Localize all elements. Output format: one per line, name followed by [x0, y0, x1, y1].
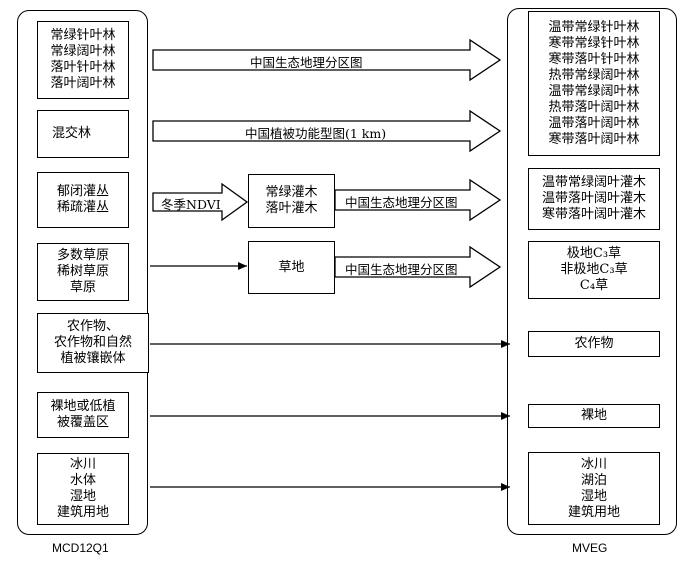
- right-panel-title: MVEG: [572, 541, 608, 555]
- box-line: 植被镶嵌体: [60, 351, 126, 366]
- box-line: 农作物: [574, 336, 614, 351]
- box-line: 建筑用地: [56, 505, 109, 520]
- left-box-water-urban: 冰川 水体 湿地 建筑用地: [37, 453, 129, 525]
- box-line: 水体: [69, 473, 96, 488]
- box-line: 热带常绿阔叶林: [548, 67, 640, 83]
- middle-box-shrub-types: 常绿灌木 落叶灌木: [248, 174, 335, 228]
- box-line: 混交林: [52, 126, 92, 141]
- box-line: 湖泊: [580, 472, 607, 488]
- box-line: 温带落叶阔叶灌木: [541, 191, 646, 206]
- block-arrow-shrub: [334, 178, 502, 222]
- arrow-label-grass: 中国生态地理分区图: [345, 262, 458, 277]
- box-line: 温带常绿阔叶灌木: [541, 175, 646, 190]
- box-line: 落叶阔叶林: [50, 76, 116, 91]
- box-line: 非极地C₃草: [560, 262, 628, 277]
- block-arrow-mixed: [152, 109, 502, 153]
- arrow-label-mixed: 中国植被功能型图(1 km): [245, 126, 387, 141]
- box-line: 农作物和自然: [53, 335, 132, 350]
- box-line: 多数草原: [56, 248, 109, 263]
- box-line: C₄草: [579, 278, 609, 293]
- box-line: 常绿阔叶林: [50, 44, 116, 59]
- left-box-shrubland: 郁闭灌丛 稀疏灌丛: [37, 172, 129, 228]
- block-arrow-grass: [334, 245, 502, 289]
- box-line: 落叶针叶林: [50, 60, 116, 75]
- right-box-forest: 温带常绿针叶林 寒带常绿针叶林 寒带落叶针叶林 热带常绿阔叶林 温带常绿阔叶林 …: [528, 11, 660, 156]
- box-line: 草原: [69, 280, 96, 295]
- right-panel: [507, 8, 677, 535]
- box-line: 极地C₃草: [566, 246, 622, 261]
- left-panel-title: MCD12Q1: [52, 541, 109, 555]
- box-line: 稀疏灌丛: [56, 200, 109, 215]
- right-box-grass: 极地C₃草 非极地C₃草 C₄草: [528, 241, 660, 299]
- right-box-water-urban: 冰川 湖泊 湿地 建筑用地: [528, 452, 660, 525]
- right-box-crop: 农作物: [528, 331, 660, 357]
- box-line: 湿地: [69, 489, 96, 504]
- left-box-forest: 常绿针叶林 常绿阔叶林 落叶针叶林 落叶阔叶林: [37, 21, 129, 99]
- box-line: 热带落叶阔叶林: [548, 99, 640, 115]
- box-line: 温带落叶阔叶林: [548, 115, 640, 131]
- box-line: 冰川: [580, 456, 607, 472]
- box-line: 常绿针叶林: [50, 28, 116, 43]
- box-line: 稀树草原: [56, 264, 109, 279]
- box-line: 郁闭灌丛: [56, 184, 109, 199]
- box-line: 冰川: [69, 457, 96, 472]
- box-line: 温带常绿阔叶林: [548, 83, 640, 99]
- arrow-label-ndvi: 冬季NDVI: [161, 197, 221, 212]
- box-line: 寒带常绿针叶林: [548, 35, 640, 51]
- block-arrow-ndvi: [152, 182, 249, 222]
- box-line: 落叶灌木: [265, 201, 318, 216]
- box-line: 被覆盖区: [56, 415, 109, 430]
- left-box-mixed: 混交林: [37, 110, 129, 158]
- box-line: 寒带落叶针叶林: [548, 51, 640, 67]
- box-line: 裸地或低植: [50, 399, 116, 414]
- left-box-barren: 裸地或低植 被覆盖区: [37, 392, 129, 438]
- block-arrow-forest: [152, 38, 502, 82]
- right-box-shrub: 温带常绿阔叶灌木 温带落叶阔叶灌木 寒带落叶阔叶灌木: [528, 168, 660, 230]
- box-line: 寒带落叶阔叶林: [548, 131, 640, 147]
- box-line: 温带常绿针叶林: [548, 19, 640, 35]
- box-line: 草地: [278, 259, 305, 275]
- arrow-label-shrub: 中国生态地理分区图: [345, 195, 458, 210]
- box-line: 农作物、: [66, 319, 119, 334]
- left-box-cropland: 农作物、 农作物和自然 植被镶嵌体: [37, 313, 149, 373]
- box-line: 常绿灌木: [265, 185, 318, 200]
- box-line: 裸地: [580, 408, 607, 423]
- middle-box-grass: 草地: [248, 241, 335, 294]
- box-line: 湿地: [580, 488, 607, 504]
- box-line: 寒带落叶阔叶灌木: [541, 207, 646, 222]
- left-box-grassland: 多数草原 稀树草原 草原: [37, 243, 129, 301]
- arrow-label-forest: 中国生态地理分区图: [250, 55, 363, 70]
- box-line: 建筑用地: [567, 504, 620, 520]
- right-box-bare: 裸地: [528, 404, 660, 428]
- left-panel: [17, 10, 148, 535]
